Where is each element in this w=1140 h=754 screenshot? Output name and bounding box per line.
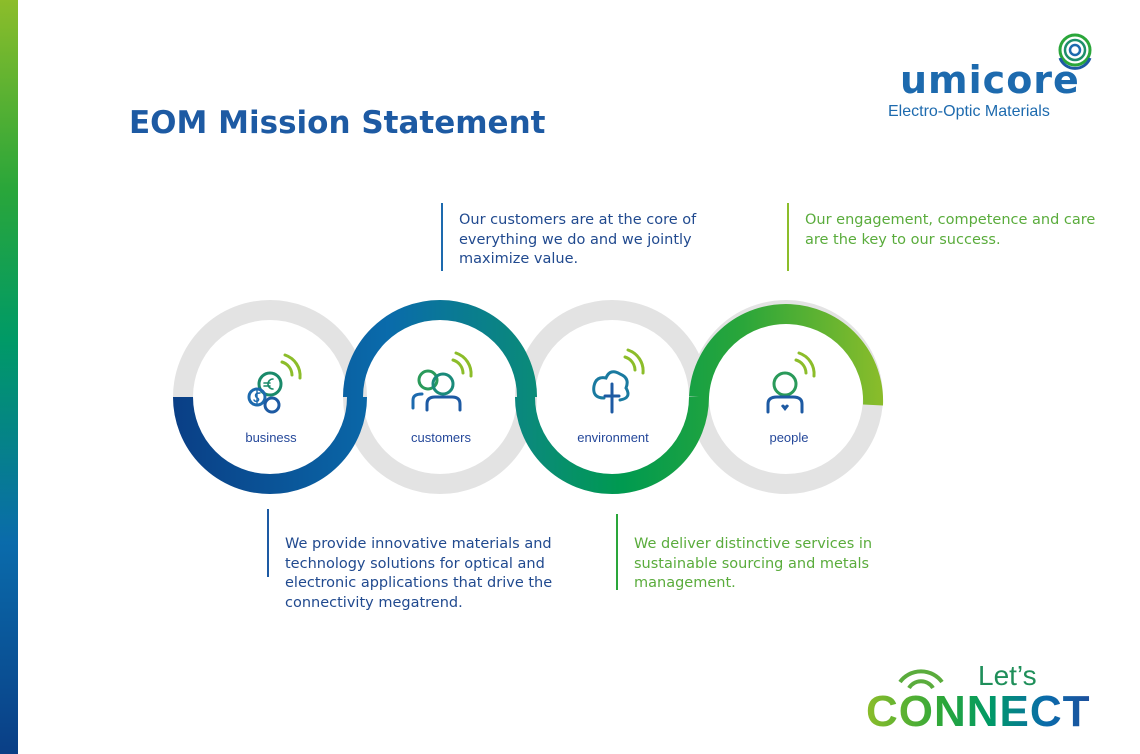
statement-environment: We deliver distinctive services in susta… — [616, 514, 884, 594]
umicore-swirl-icon — [1058, 33, 1092, 70]
logo-brand: umicore — [900, 58, 1080, 102]
statement-divider — [616, 514, 618, 590]
heart-icon — [781, 404, 789, 411]
statement-business: We provide innovative materials and tech… — [267, 509, 560, 613]
wifi-arcs-icon — [898, 669, 944, 690]
pillar-label-people: people — [769, 430, 809, 445]
pillar-label-environment: environment — [577, 430, 649, 445]
connect-text: CONNECT — [866, 687, 1091, 736]
statement-people-text: Our engagement, competence and care are … — [805, 212, 1096, 248]
pillar-label-customers: customers — [411, 430, 471, 445]
statement-divider — [787, 203, 789, 271]
statement-customers-text: Our customers are at the core of everyth… — [459, 212, 697, 267]
statement-people: Our engagement, competence and care are … — [787, 203, 1105, 271]
statement-divider — [441, 203, 443, 271]
statement-divider — [267, 509, 269, 577]
pillar-label-business: business — [245, 430, 297, 445]
lets-connect-logo: Let’s CONNECT — [866, 660, 1096, 736]
tree-icon — [592, 348, 645, 414]
lets-text: Let’s — [978, 660, 1037, 691]
page-title: EOM Mission Statement — [129, 105, 546, 141]
logo-subtitle: Electro-Optic Materials — [888, 103, 1050, 120]
person-heart-icon — [766, 351, 816, 414]
statement-environment-text: We deliver distinctive services in susta… — [634, 536, 873, 591]
statement-customers: Our customers are at the core of everyth… — [441, 203, 719, 271]
umicore-logo: umicore Electro-Optic Materials — [880, 32, 1110, 127]
left-gradient-bar — [0, 0, 18, 754]
statement-business-text: We provide innovative materials and tech… — [285, 536, 553, 611]
connecting-wave — [173, 300, 884, 494]
customers-icon — [411, 351, 473, 412]
currency-icon — [247, 353, 302, 414]
